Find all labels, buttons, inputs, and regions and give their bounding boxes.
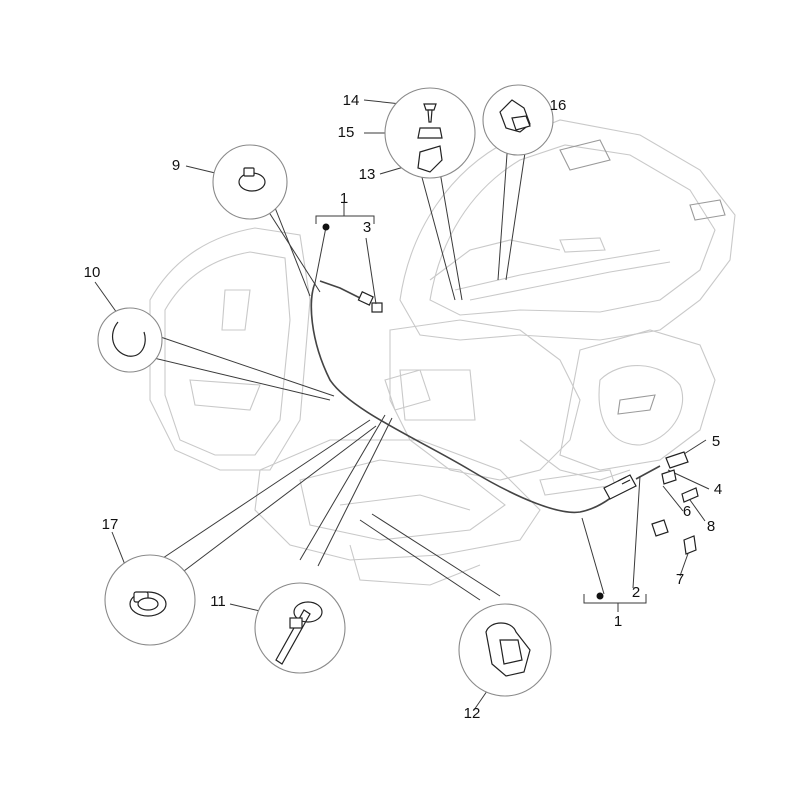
part-number-labels: 14 15 13 16 9 1 3 10 5 4 6 8 7 17 11 2 1…	[84, 92, 723, 722]
label-13: 13	[359, 166, 376, 183]
screw-14	[423, 103, 437, 111]
callout-circle-11	[254, 582, 346, 674]
label-2: 2	[632, 584, 640, 601]
label-4: 4	[714, 481, 722, 498]
label-3: 3	[363, 219, 371, 236]
label-7: 7	[676, 571, 684, 588]
small-parts-right	[651, 451, 699, 555]
callout-circle-16	[482, 84, 554, 156]
label-16: 16	[550, 97, 567, 114]
label-15: 15	[338, 124, 355, 141]
label-1-bottom: 1	[614, 613, 622, 630]
clip-nut-15	[417, 127, 443, 139]
bullet-marker-top	[322, 223, 330, 231]
label-6: 6	[683, 503, 691, 520]
bush-5	[665, 451, 689, 469]
label-14: 14	[343, 92, 360, 109]
callout-circle-14-15-13	[384, 87, 476, 179]
clip-6	[651, 519, 669, 537]
callout-circle-10	[97, 307, 163, 373]
snap-ring-10	[111, 321, 146, 357]
label-17: 17	[102, 516, 119, 533]
label-8: 8	[707, 518, 715, 535]
callout-circle-17	[104, 554, 196, 646]
label-10: 10	[84, 264, 101, 281]
scooter-body-outline	[149, 119, 736, 586]
cable-assembly	[310, 280, 661, 514]
bracket-13	[417, 145, 443, 173]
label-11: 11	[210, 593, 226, 610]
pin-7	[683, 535, 697, 555]
callout-circle-12	[458, 603, 552, 697]
label-5: 5	[712, 433, 720, 450]
label-12: 12	[464, 705, 481, 722]
label-9: 9	[172, 157, 180, 174]
pin-8	[681, 487, 699, 503]
bullet-marker-bottom	[596, 592, 604, 600]
callout-circle-9	[212, 144, 288, 220]
label-1-top: 1	[340, 190, 348, 207]
fitting-4	[661, 469, 677, 485]
